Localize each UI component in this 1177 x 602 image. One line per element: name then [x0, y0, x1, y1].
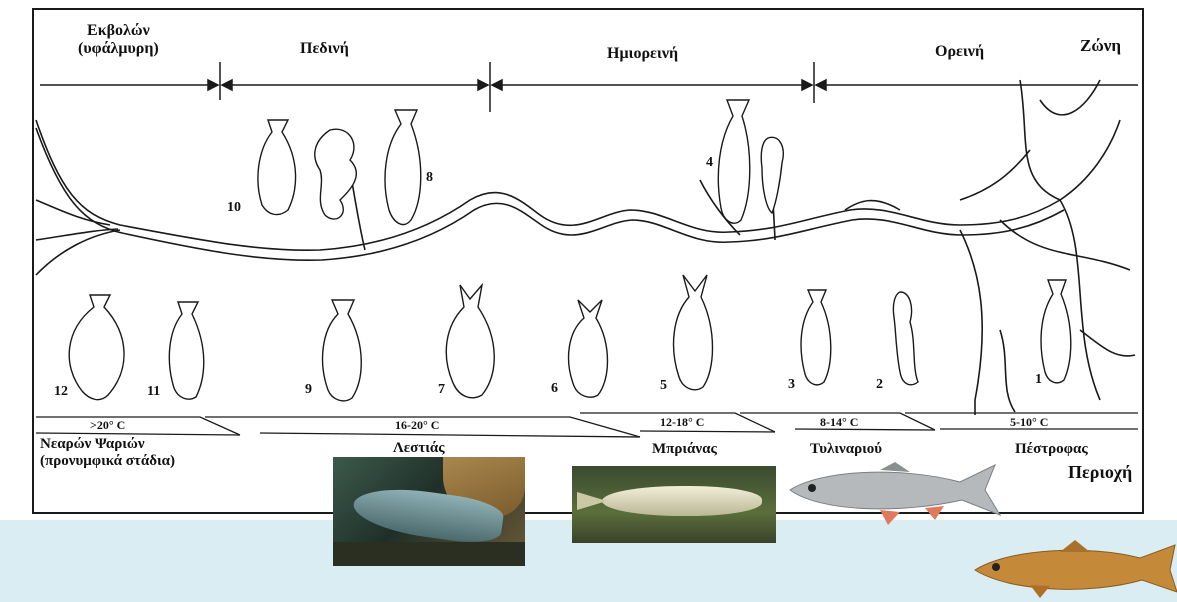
temperature-label-semi-mountain: 12-18° C — [660, 415, 704, 430]
fish-number-1: 1 — [1035, 372, 1042, 388]
catfish-photo — [333, 457, 525, 566]
region-label-catfish: Λεστιάς — [393, 440, 445, 457]
zone-label-lowland: Πεδινή — [300, 40, 349, 58]
fish-11 — [169, 302, 203, 399]
fish-number-7: 7 — [438, 382, 445, 398]
fish-4 — [718, 100, 749, 223]
fish-1 — [1041, 280, 1071, 383]
zone-label-mountain: Ορεινή — [935, 43, 984, 61]
fish-number-8: 8 — [426, 170, 433, 186]
fish-drawings-lower — [69, 275, 1071, 401]
fish-3 — [801, 290, 831, 385]
fish-number-12: 12 — [54, 384, 68, 400]
temperature-label-mountain: 5-10° C — [1010, 415, 1048, 430]
larva-2 — [893, 292, 918, 385]
temperature-bands — [36, 413, 1138, 437]
larva-4b — [761, 137, 783, 213]
zone-boundary-arrows — [40, 62, 1138, 112]
zone-label-estuary: Εκβολών (υφάλμυρη) — [78, 22, 159, 58]
riverbed — [333, 542, 525, 566]
temperature-label-lowland: 16-20° C — [395, 418, 439, 433]
fish-larva-upper — [315, 129, 357, 219]
fish-6 — [569, 300, 608, 397]
temperature-label-estuary: >20° C — [90, 418, 125, 433]
fish-10 — [258, 120, 296, 215]
fish-drawings-upper — [258, 100, 783, 225]
region-heading: Περιοχή — [1068, 462, 1132, 483]
zone-heading: Ζώνη — [1080, 36, 1121, 56]
temperature-label-upper: 8-14° C — [820, 415, 858, 430]
fish-number-2: 2 — [876, 377, 883, 393]
barbel-tail — [577, 492, 607, 510]
fish-5 — [674, 275, 713, 390]
fish-9 — [323, 300, 362, 401]
fish-number-9: 9 — [305, 382, 312, 398]
fish-number-3: 3 — [788, 377, 795, 393]
region-label-barbel: Μπριάνας — [652, 441, 717, 458]
fish-number-4: 4 — [706, 155, 713, 171]
barbel-body — [602, 486, 762, 516]
fish-8 — [385, 110, 421, 225]
fish-number-10: 10 — [227, 200, 241, 216]
fish-7 — [446, 285, 494, 398]
fish-12 — [69, 295, 124, 400]
region-label-juveniles: Νεαρών Ψαριών (προνυμφικά στάδια) — [40, 436, 175, 470]
fish-number-5: 5 — [660, 378, 667, 394]
fish-number-6: 6 — [551, 381, 558, 397]
barbel-photo — [572, 466, 776, 543]
fish-number-11: 11 — [147, 384, 160, 400]
region-label-chub: Τυλιναριού — [810, 441, 882, 458]
region-label-trout: Πέστροφας — [1015, 441, 1088, 458]
zone-label-semi-mountain: Ημιορεινή — [607, 45, 678, 63]
